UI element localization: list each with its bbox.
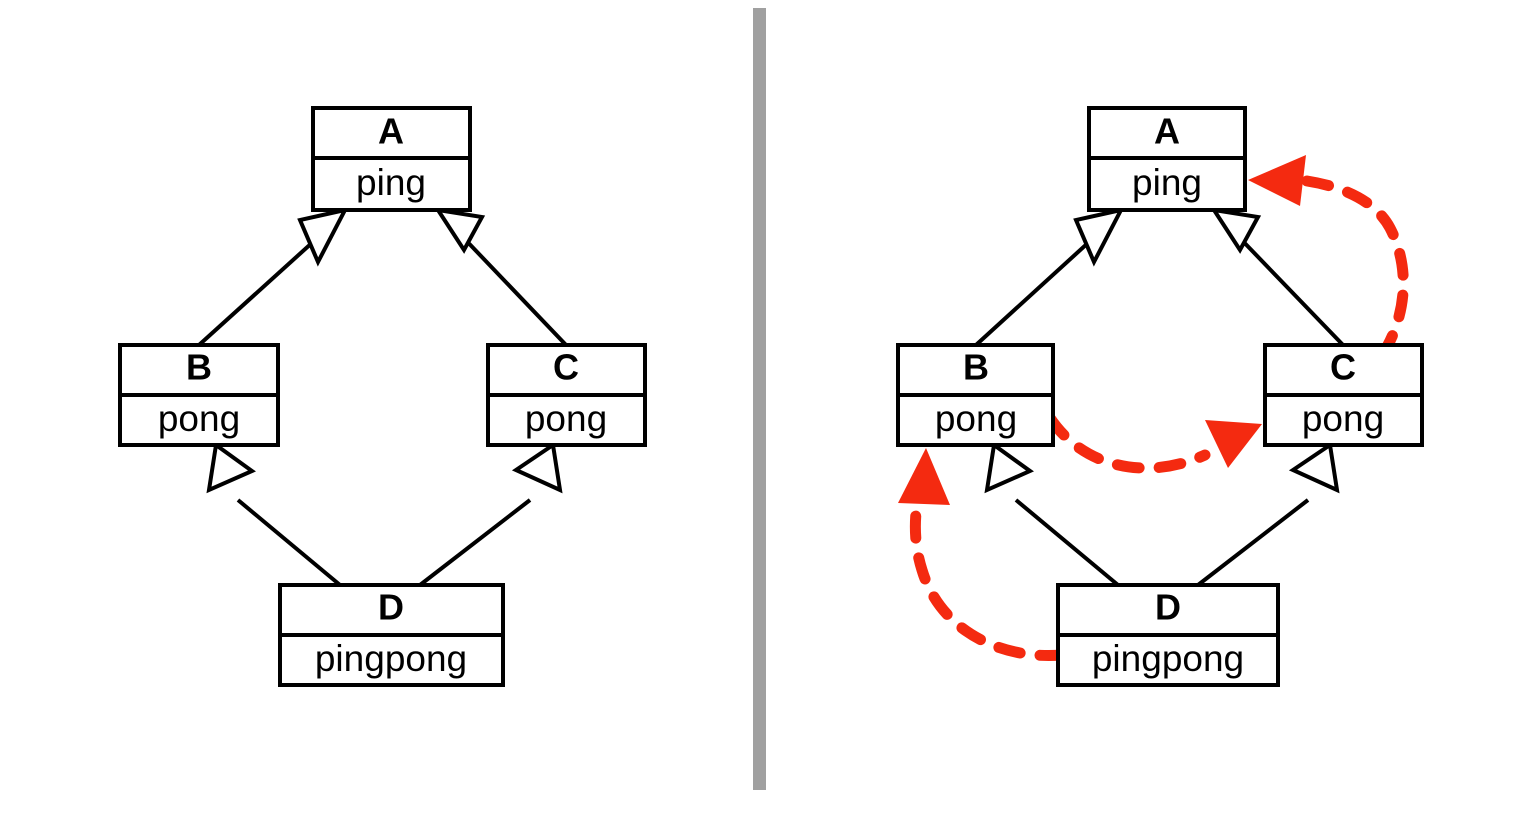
class-name-b: B <box>186 347 212 388</box>
class-attr-d: pingpong <box>315 638 467 679</box>
generalization-b-to-a-right[interactable] <box>974 207 1125 347</box>
message-call-b-to-c[interactable] <box>1044 412 1262 474</box>
class-name-d-right: D <box>1155 587 1181 628</box>
message-call-d-to-b[interactable] <box>898 448 1068 662</box>
generalization-b-to-a[interactable] <box>197 207 349 347</box>
class-name-b-right: B <box>963 347 989 388</box>
class-attr-d-right: pingpong <box>1092 638 1244 679</box>
left-panel-group: A ping B pong C pong D p <box>118 106 647 687</box>
panel-separator <box>753 8 766 790</box>
class-box-c[interactable]: C pong <box>486 343 647 447</box>
class-box-b-right[interactable]: B pong <box>896 343 1055 447</box>
generalization-d-to-b-right[interactable] <box>984 441 1120 587</box>
message-call-c-to-a[interactable] <box>1248 155 1409 361</box>
class-box-a-right[interactable]: A ping <box>1087 106 1247 212</box>
class-name-a-right: A <box>1154 111 1180 152</box>
class-box-c-right[interactable]: C pong <box>1263 343 1424 447</box>
class-attr-b: pong <box>158 398 240 439</box>
class-attr-c-right: pong <box>1302 398 1384 439</box>
right-generalizations <box>974 207 1345 587</box>
generalization-d-to-c[interactable] <box>418 441 563 587</box>
class-box-a[interactable]: A ping <box>311 106 472 212</box>
class-name-d: D <box>378 587 404 628</box>
left-generalizations <box>197 207 568 587</box>
class-box-d[interactable]: D pingpong <box>278 583 505 687</box>
class-box-b[interactable]: B pong <box>118 343 280 447</box>
class-attr-b-right: pong <box>935 398 1017 439</box>
class-name-c: C <box>553 347 579 388</box>
generalization-d-to-c-right[interactable] <box>1196 441 1340 587</box>
class-box-d-right[interactable]: D pingpong <box>1056 583 1280 687</box>
message-arrows <box>898 155 1409 662</box>
generalization-c-to-a[interactable] <box>433 207 568 347</box>
class-attr-a-right: ping <box>1132 162 1202 203</box>
class-attr-c: pong <box>525 398 607 439</box>
right-panel-group: A ping B pong C pong D p <box>896 106 1424 687</box>
generalization-d-to-b[interactable] <box>206 441 342 587</box>
class-attr-a: ping <box>356 162 426 203</box>
class-name-c-right: C <box>1330 347 1356 388</box>
generalization-c-to-a-right[interactable] <box>1209 207 1345 347</box>
class-name-a: A <box>378 111 404 152</box>
